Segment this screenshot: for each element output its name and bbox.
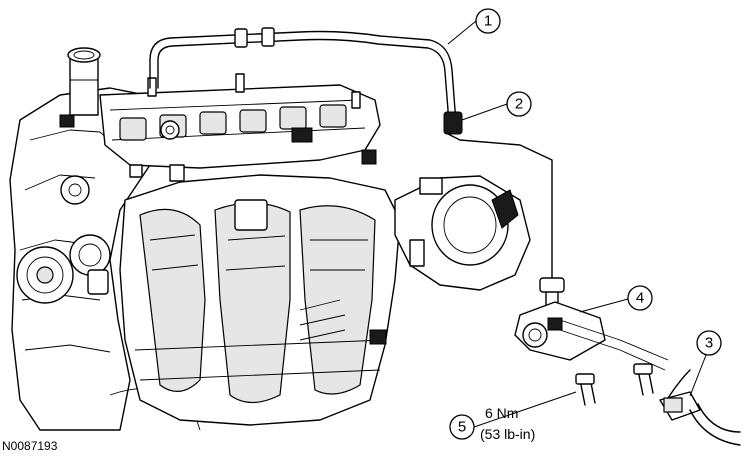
torque-alt-value: (53 lb-in) xyxy=(480,426,535,442)
callout-2: 2 xyxy=(506,91,532,117)
callout-circle-5 xyxy=(449,414,475,440)
callout-4: 4 xyxy=(627,285,653,311)
figure-id: N0087193 xyxy=(2,439,58,453)
callout-circle-4 xyxy=(627,285,653,311)
callout-3: 3 xyxy=(696,330,722,356)
callout-circle-2 xyxy=(506,91,532,117)
oil-filler-neck xyxy=(67,47,101,116)
callout-number-4: 4 xyxy=(636,290,644,307)
callout-number-2: 2 xyxy=(515,96,523,113)
crankcase-vent-hose xyxy=(149,27,553,281)
callout-1: 1 xyxy=(475,8,501,34)
callout-number-3: 3 xyxy=(705,335,713,352)
bolts xyxy=(575,363,654,406)
intake-manifold xyxy=(119,149,401,426)
callout-leaders xyxy=(447,20,709,428)
callout-number-5: 5 xyxy=(458,419,466,436)
callout-circle-1 xyxy=(475,8,501,34)
electrical-connector xyxy=(659,369,741,446)
throttle-body xyxy=(394,175,531,291)
callout-5: 5 xyxy=(449,414,475,440)
valve-cover xyxy=(59,73,381,169)
callout-circle-3 xyxy=(696,330,722,356)
pcv-assembly xyxy=(514,277,669,371)
callout-number-1: 1 xyxy=(484,13,492,30)
torque-value: 6 Nm xyxy=(485,405,518,421)
